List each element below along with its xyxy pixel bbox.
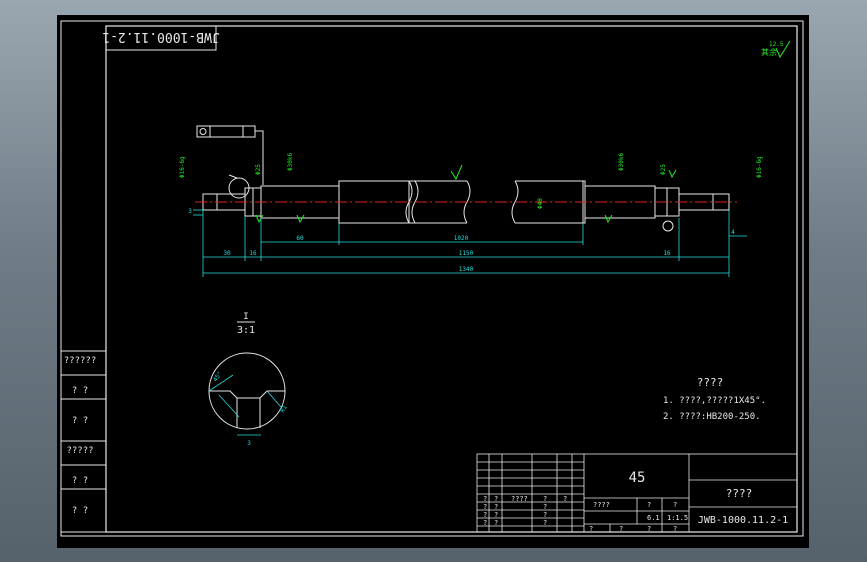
detail-view-id: I <box>243 312 248 322</box>
svg-text:Φ30k6: Φ30k6 <box>618 153 625 171</box>
tb-mid-header: ? <box>673 501 677 509</box>
tb-mass: 6.1 <box>647 514 660 522</box>
tb-cell: ? <box>563 495 567 503</box>
roughness-value: 12.5 <box>769 41 784 48</box>
svg-text:Φ16-6g: Φ16-6g <box>756 156 763 178</box>
side-label-0: ?????? <box>64 356 97 366</box>
dim-left-end: 30 <box>223 250 231 257</box>
tb-cell: ? <box>543 495 547 503</box>
tb-cell: ? <box>483 511 487 519</box>
dim-middle: 1020 <box>454 235 469 242</box>
tolerance-frame <box>196 125 264 185</box>
detail-callout-circle-right <box>662 220 674 232</box>
tb-cell: ? <box>494 519 498 527</box>
tb-cell: ? <box>543 511 547 519</box>
svg-text:Φ25: Φ25 <box>660 164 667 175</box>
tb-mid-header: ? <box>647 501 651 509</box>
tb-scale: 1:1.5 <box>667 514 688 522</box>
dim-left-3: 3 <box>188 208 192 215</box>
roughness-symbol: 其余 12.5 <box>761 40 791 59</box>
dim-overall: 1340 <box>459 266 474 273</box>
detail-dim-45: 45° <box>212 370 224 383</box>
side-label-5: ? ? <box>72 506 88 516</box>
side-label-3: ????? <box>66 446 93 456</box>
tech-req-line1: 1. ????,?????1X45°. <box>663 396 766 406</box>
side-label-4: ? ? <box>72 476 88 486</box>
roughness-label: 其余 <box>761 47 777 57</box>
drawing-number: JWB-1000.11.2-1 <box>698 515 788 526</box>
drawing-svg: JWB-1000.11.2-1 其余 12.5 ?????? ? ? ? ? ?… <box>60 20 804 537</box>
tb-mid-footer: ? <box>647 525 651 533</box>
rotated-number-box <box>105 25 217 51</box>
tb-mid-footer: ? <box>589 525 593 533</box>
dimension-texts: 1340 1150 1020 30 16 60 16 3 4 <box>188 208 735 273</box>
drawing-canvas[interactable]: JWB-1000.11.2-1 其余 12.5 ?????? ? ? ? ? ?… <box>57 15 809 548</box>
title-block <box>476 453 798 533</box>
detail-view: I 3:1 45° 3 R1 <box>208 312 289 447</box>
material: 45 <box>629 470 646 486</box>
tb-mid-footer: ? <box>619 525 623 533</box>
technical-requirements: ???? 1. ????,?????1X45°. 2. ????:HB200-2… <box>663 376 766 422</box>
part-name: ???? <box>726 487 753 500</box>
detail-dim-R: R1 <box>279 404 289 414</box>
tb-cell: ? <box>494 503 498 511</box>
rotated-drawing-number: JWB-1000.11.2-1 <box>102 29 219 44</box>
inner-frame <box>105 25 798 533</box>
title-block-texts: 45 ???? JWB-1000.11.2-1 ? ? ???? ? ? ? ?… <box>483 470 788 533</box>
tb-cell: ? <box>494 511 498 519</box>
tech-req-line2: 2. ????:HB200-250. <box>663 412 761 422</box>
svg-text:Φ30k6: Φ30k6 <box>287 153 294 171</box>
shaft-roughness-marks <box>255 164 677 224</box>
side-label-1: ? ? <box>72 386 88 396</box>
side-label-column: ?????? ? ? ? ? ????? ? ? ? ? <box>60 350 107 533</box>
dimension-lines <box>193 209 747 277</box>
sheet-border <box>60 20 804 537</box>
tb-cell: ? <box>543 503 547 511</box>
svg-text:Φ25: Φ25 <box>255 164 262 175</box>
tb-mid-footer: ? <box>673 525 677 533</box>
dim-seg-60: 60 <box>296 235 304 242</box>
svg-text:Φ16-6g: Φ16-6g <box>179 156 186 178</box>
tb-cell: ? <box>494 495 498 503</box>
detail-view-scale: 3:1 <box>237 325 255 336</box>
dim-between-shoulders: 1150 <box>459 250 474 257</box>
detail-callout-circle <box>228 177 250 199</box>
tb-cell: ???? <box>511 495 528 503</box>
tech-req-title: ???? <box>697 376 724 389</box>
tb-cell: ? <box>483 519 487 527</box>
side-label-2: ? ? <box>72 416 88 426</box>
diameter-annotations: Φ16-6g Φ25 Φ30k6 Φ40 Φ30k6 Φ25 Φ16-6g <box>179 153 763 209</box>
svg-text:Φ40: Φ40 <box>537 198 544 209</box>
dim-seg-16a: 16 <box>249 250 257 257</box>
tb-cell: ? <box>483 503 487 511</box>
tb-cell: ? <box>483 495 487 503</box>
tb-cell: ? <box>543 519 547 527</box>
detail-dim-3: 3 <box>247 440 251 447</box>
dim-seg-16b: 16 <box>663 250 671 257</box>
dim-right-4: 4 <box>731 229 735 236</box>
tb-mid-header: ???? <box>593 501 610 509</box>
